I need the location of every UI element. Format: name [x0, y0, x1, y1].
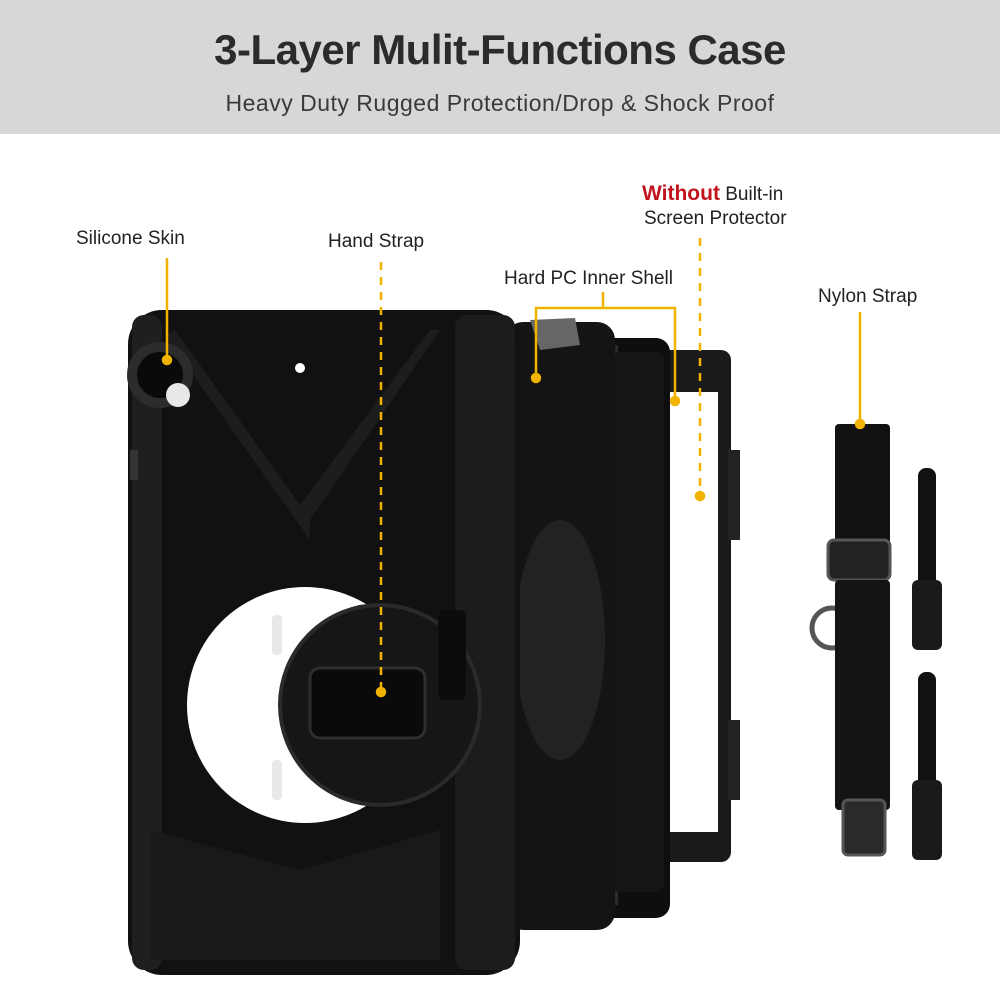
label-screen-protector-line1: Without Built-in	[642, 182, 783, 206]
page-title: 3-Layer Mulit-Functions Case	[214, 26, 786, 73]
label-built-in: Built-in	[725, 184, 784, 205]
silicone-case	[127, 310, 520, 975]
label-nylon-strap: Nylon Strap	[818, 286, 918, 307]
callout-lines	[161, 238, 866, 698]
label-hand-strap: Hand Strap	[328, 231, 425, 252]
label-hard-pc-inner-shell: Hard PC Inner Shell	[504, 268, 673, 289]
label-silicone-skin: Silicone Skin	[76, 228, 185, 249]
product-illustration	[127, 238, 942, 975]
header-banner	[0, 0, 1000, 134]
middle-layer	[505, 318, 615, 930]
label-screen-protector: Screen Protector	[644, 208, 787, 229]
nylon-strap	[809, 424, 942, 860]
label-without: Without	[642, 182, 720, 205]
page-subtitle: Heavy Duty Rugged Protection/Drop & Shoc…	[225, 90, 775, 116]
